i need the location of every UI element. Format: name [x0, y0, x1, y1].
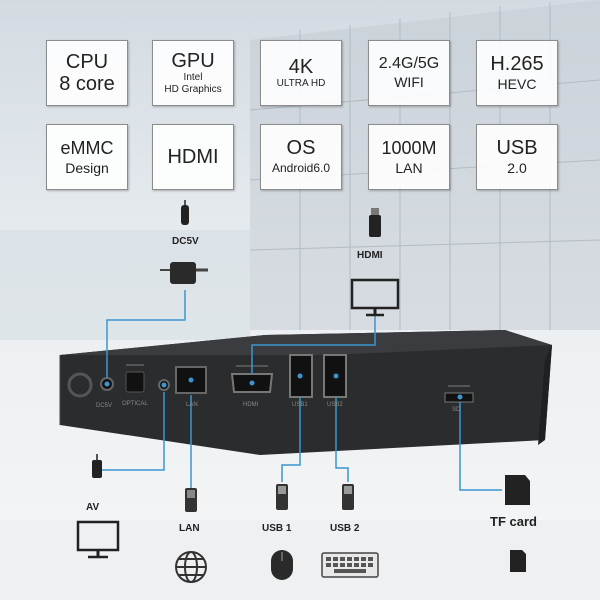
- power-adapter-icon: [160, 262, 208, 284]
- device-port-label-sd: SD: [452, 407, 461, 413]
- lan-plug-icon: [185, 488, 197, 512]
- spec-tile-os: OS Android6.0: [260, 124, 342, 190]
- spec-tile-h265: H.265 HEVC: [476, 40, 558, 106]
- optical-port-icon: [125, 371, 145, 393]
- spec-subtitle: WIFI: [394, 74, 424, 90]
- dc-plug-icon: [181, 200, 189, 225]
- av-plug-icon: [92, 454, 102, 478]
- spec-title: OS: [286, 137, 316, 159]
- spec-title: H.265: [490, 53, 544, 75]
- spec-tile-cpu: CPU 8 core: [46, 40, 128, 106]
- spec-title: USB: [496, 137, 538, 159]
- tf-card-icon: [505, 475, 530, 505]
- label-usb2: USB 2: [330, 523, 360, 534]
- power-button-icon: [67, 372, 93, 398]
- spec-tile-usb: USB 2.0: [476, 124, 558, 190]
- spec-title: HDMI: [167, 146, 219, 168]
- spec-title: 4K: [288, 56, 314, 78]
- spec-subtitle: Android6.0: [271, 161, 331, 175]
- spec-subtitle: Intel: [183, 72, 203, 83]
- spec-title: 1000M: [381, 138, 437, 158]
- spec-subtitle: Design: [65, 160, 109, 176]
- spec-tile-hdmi: HDMI: [152, 124, 234, 190]
- spec-tile-emmc: eMMC Design: [46, 124, 128, 190]
- spec-subtitle: HEVC: [497, 76, 537, 92]
- monitor-icon: [350, 278, 400, 317]
- spec-subtitle: 2.0: [507, 160, 527, 176]
- device-port-label-lan: LAN: [186, 402, 198, 408]
- spec-tile-4k: 4K ULTRA HD: [260, 40, 342, 106]
- label-tf-card: TF card: [490, 514, 537, 529]
- spec-title: 2.4G/5G: [378, 55, 440, 72]
- globe-icon: [175, 551, 207, 583]
- label-lan: LAN: [179, 523, 200, 534]
- spec-title: GPU: [171, 50, 215, 72]
- sd-card-small-icon: [510, 550, 526, 572]
- mouse-icon: [271, 550, 293, 580]
- spec-tile-wifi: 2.4G/5G WIFI: [368, 40, 450, 106]
- label-hdmi: HDMI: [357, 250, 383, 261]
- spec-tile-gpu: GPU Intel HD Graphics: [152, 40, 234, 106]
- device-port-label-usb1: USB1: [292, 402, 308, 408]
- device-port-label-usb2: USB2: [327, 402, 343, 408]
- device-port-label-hdmi: HDMI: [243, 402, 259, 408]
- usb1-plug-icon: [276, 484, 288, 510]
- label-usb1: USB 1: [262, 523, 292, 534]
- usb2-plug-icon: [342, 484, 354, 510]
- hdmi-plug-icon: [369, 208, 381, 237]
- spec-subtitle: LAN: [395, 160, 423, 176]
- spec-tile-lan: 1000M LAN: [368, 124, 450, 190]
- spec-title: CPU: [65, 51, 109, 73]
- device-port-label-dc: DC5V: [96, 403, 113, 409]
- spec-subtitle: ULTRA HD: [276, 78, 326, 89]
- spec-subtitle: HD Graphics: [164, 84, 222, 95]
- connection-lines: [96, 290, 502, 491]
- spec-title: eMMC: [60, 138, 114, 158]
- label-dc5v: DC5V: [172, 236, 199, 247]
- label-av: AV: [86, 502, 100, 513]
- device-port-label-optical: OPTICAL: [122, 401, 148, 407]
- tv-icon: [76, 520, 120, 559]
- spec-subtitle: 8 core: [59, 73, 115, 95]
- keyboard-icon: [321, 552, 379, 578]
